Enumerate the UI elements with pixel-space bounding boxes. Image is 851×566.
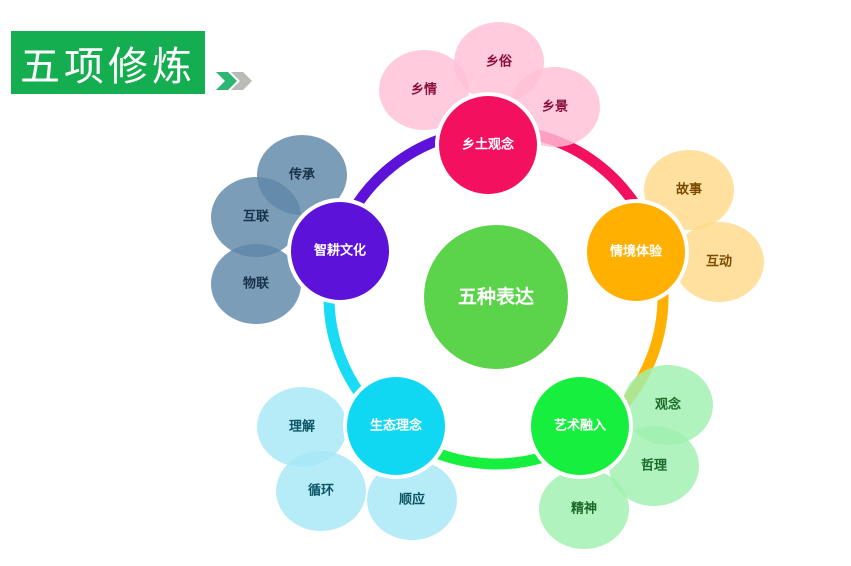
- center-circle: [424, 225, 568, 369]
- bubble-label: 物联: [243, 276, 269, 292]
- bubble-label: 理解: [289, 419, 315, 435]
- bubble-yishu-2: [539, 469, 629, 549]
- center-label: 五种表达: [458, 285, 534, 308]
- node-shengtai: [347, 377, 445, 475]
- bubble-yishu-1: [609, 426, 699, 506]
- bubble-label: 故事: [676, 182, 702, 198]
- double-chevron-icon: [216, 72, 252, 90]
- node-yishu: [531, 377, 629, 475]
- bubble-label: 互动: [706, 255, 732, 270]
- bubble-zhigeng-2: [211, 244, 301, 324]
- bubble-zhigeng-1: [211, 177, 301, 257]
- node-zhigeng: [291, 202, 389, 300]
- node-label: 乡土观念: [462, 137, 514, 153]
- bubble-label: 顺应: [399, 492, 425, 508]
- bubble-label: 观念: [655, 397, 681, 413]
- node-label: 艺术融入: [554, 418, 606, 434]
- bubble-label: 乡俗: [486, 54, 513, 70]
- node-label: 情境体验: [610, 244, 663, 260]
- bubble-shengtai-1: [276, 451, 366, 531]
- page-title: 五项修炼: [20, 43, 196, 90]
- bubble-qingjing-1: [674, 222, 764, 302]
- bubble-xiangtu-0: [379, 50, 469, 130]
- bubble-shengtai-0: [257, 387, 347, 467]
- node-qingjing: [587, 203, 685, 301]
- node-label: 智耕文化: [314, 243, 366, 259]
- bubble-label: 互联: [243, 210, 269, 225]
- node-xiangtu: [439, 96, 537, 194]
- bubble-yishu-0: [623, 365, 713, 445]
- bubble-shengtai-2: [367, 460, 457, 540]
- bubble-label: 循环: [308, 483, 334, 499]
- bubble-label: 传承: [288, 167, 315, 183]
- bubble-label: 乡情: [411, 82, 437, 98]
- node-label: 生态理念: [370, 418, 422, 434]
- bubble-label: 乡景: [542, 99, 568, 115]
- title-banner: 五项修炼: [11, 31, 205, 94]
- bubble-label: 哲理: [641, 458, 667, 474]
- bubble-label: 精神: [571, 501, 597, 517]
